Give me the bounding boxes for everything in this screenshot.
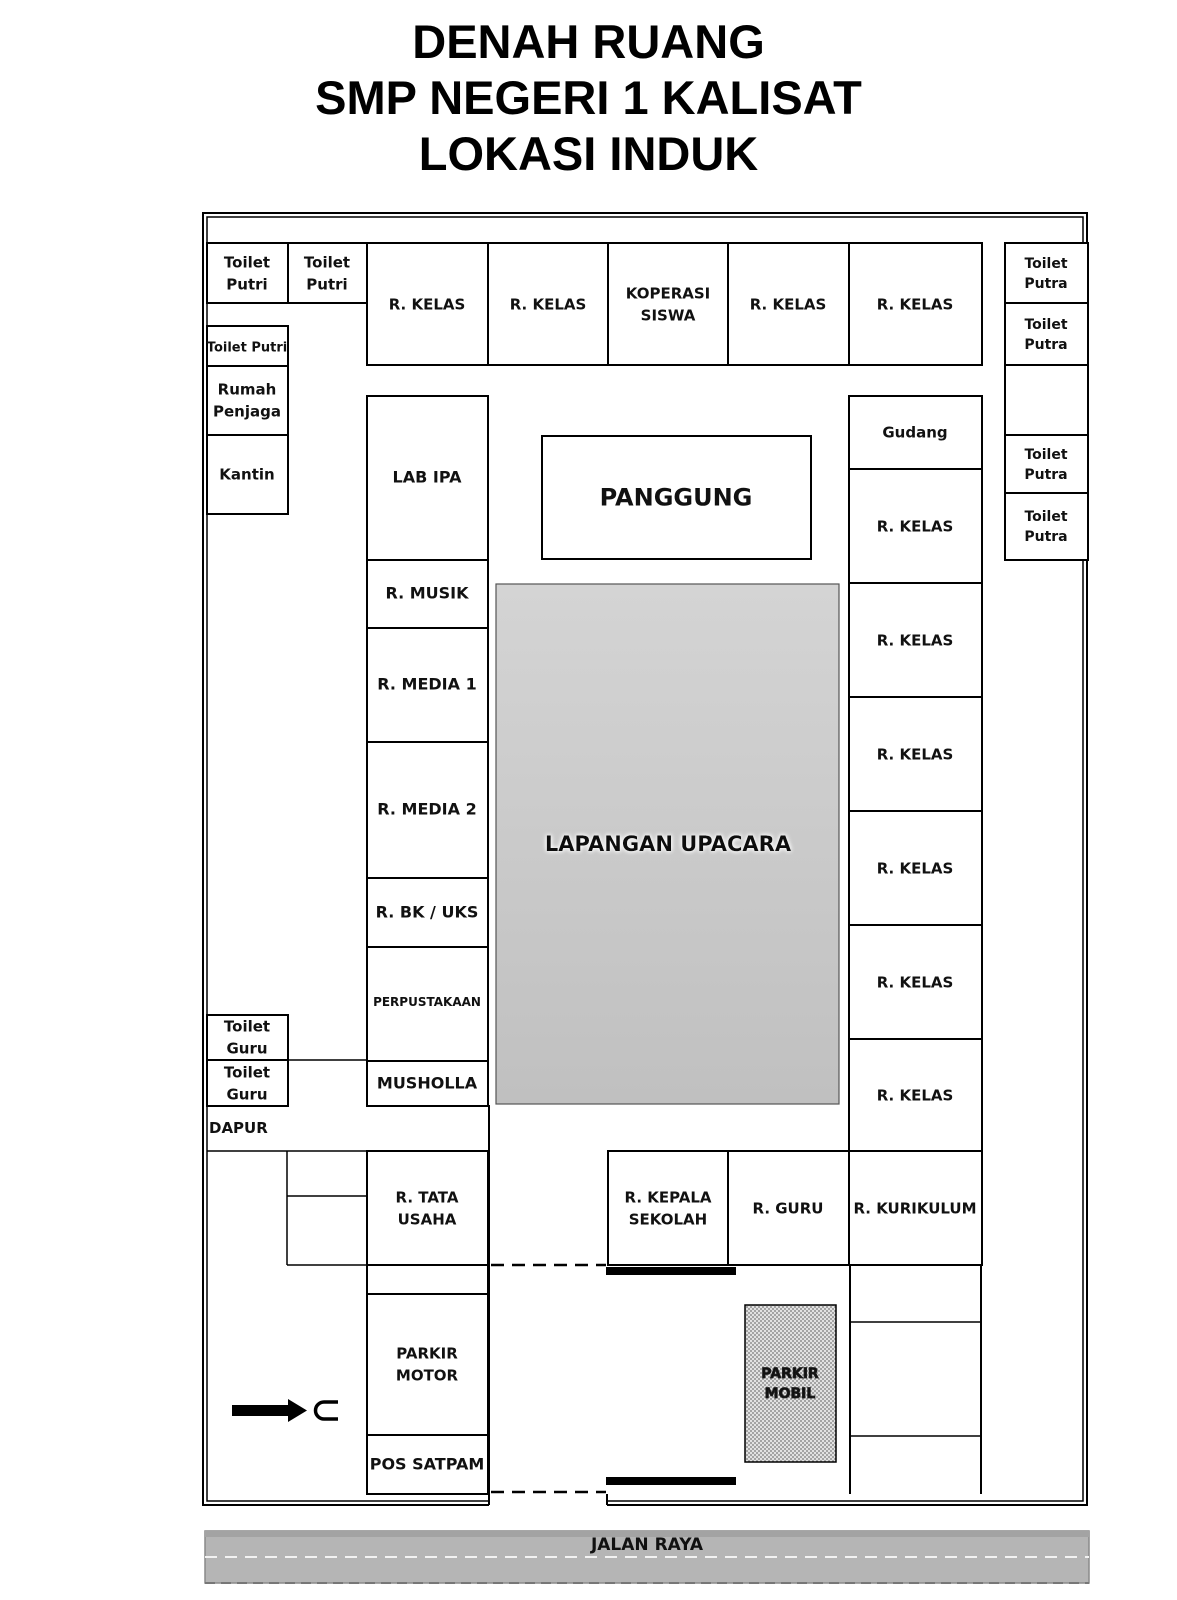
room-empty-right — [1004, 364, 1089, 436]
label-r-media-1: R. MEDIA 1 — [377, 675, 476, 694]
label-dapur: DAPUR — [209, 1119, 268, 1137]
room-toilet-putra-1 — [1004, 242, 1089, 304]
room-lab-ipa — [366, 395, 489, 561]
field-lapangan-upacara — [495, 583, 840, 1105]
room-toilet-putra-4 — [1004, 492, 1089, 561]
label-r-musik: R. MUSIK — [385, 584, 469, 603]
label-kelas-top-4: R. KELAS — [877, 295, 954, 313]
room-kelas-top-1 — [366, 242, 489, 366]
label-pos-satpam: POS SATPAM — [370, 1455, 485, 1474]
room-kelas-right-6 — [848, 1038, 983, 1153]
label-kelas-right-3: R. KELAS — [877, 745, 954, 763]
label-kelas-right-4: R. KELAS — [877, 859, 954, 877]
label-lab-ipa: LAB IPA — [393, 468, 463, 487]
gate-bar — [606, 1477, 736, 1485]
room-parkir-motor — [366, 1293, 489, 1436]
room-kelas-top-2 — [487, 242, 609, 366]
room-gudang — [848, 395, 983, 470]
jalan-raya-road — [204, 1530, 1090, 1584]
room-koperasi-siswa — [607, 242, 729, 366]
room-r-tata-usaha — [366, 1150, 489, 1266]
room-r-bk-uks — [366, 877, 489, 948]
label-r-guru: R. GURU — [753, 1199, 824, 1217]
label-kelas-right-5: R. KELAS — [877, 973, 954, 991]
label-jalan-raya: JALAN RAYA — [590, 1535, 704, 1555]
room-r-kepala-sekolah — [607, 1150, 729, 1266]
title-line-1: DENAH RUANG — [412, 15, 765, 68]
u-turn-icon — [313, 1400, 338, 1421]
room-toilet-putri-2 — [287, 242, 368, 304]
room-toilet-putra-2 — [1004, 302, 1089, 366]
room-perpustakaan — [366, 946, 489, 1062]
label-lapangan-upacara: LAPANGAN UPACARA — [545, 832, 792, 856]
label-r-media-2: R. MEDIA 2 — [377, 800, 476, 819]
label-kelas-top-1: R. KELAS — [389, 295, 466, 313]
gate-bar — [606, 1267, 736, 1275]
room-kelas-top-3 — [727, 242, 850, 366]
room-kelas-top-4 — [848, 242, 983, 366]
room-toilet-guru-2 — [206, 1059, 289, 1107]
label-kelas-right-1: R. KELAS — [877, 517, 954, 535]
label-kantin: Kantin — [219, 465, 274, 483]
label-r-bk-uks: R. BK / UKS — [376, 903, 479, 922]
room-toilet-guru-1 — [206, 1014, 289, 1061]
room-corridor-small — [366, 1264, 489, 1295]
label-panggung: PANGGUNG — [600, 483, 753, 511]
arrow-right-icon — [232, 1399, 307, 1422]
site-boundary-inner — [206, 216, 1084, 1502]
label-musholla: MUSHOLLA — [377, 1074, 478, 1093]
stage-panggung — [541, 435, 812, 560]
room-toilet-putra-3 — [1004, 434, 1089, 494]
room-r-guru — [727, 1150, 850, 1266]
room-toilet-putri-1 — [206, 242, 289, 304]
label-toilet-putri-3: Toilet Putri — [207, 341, 287, 356]
room-kelas-right-3 — [848, 696, 983, 812]
parking-mobil — [744, 1304, 837, 1463]
site-boundary-outer — [202, 212, 1088, 1506]
main-gate-gap — [489, 1494, 607, 1508]
label-kelas-top-2: R. KELAS — [510, 295, 587, 313]
label-kelas-right-2: R. KELAS — [877, 631, 954, 649]
room-r-media-2 — [366, 741, 489, 879]
room-r-kurikulum — [848, 1150, 983, 1266]
label-perpustakaan: PERPUSTAKAAN — [373, 995, 481, 1009]
title-line-3: LOKASI INDUK — [418, 127, 759, 180]
label-r-kurikulum: R. KURIKULUM — [853, 1199, 976, 1217]
room-kantin — [206, 434, 289, 515]
label-gudang: Gudang — [882, 423, 947, 441]
label-kelas-top-3: R. KELAS — [750, 295, 827, 313]
room-kelas-right-1 — [848, 468, 983, 584]
label-kelas-right-6: R. KELAS — [877, 1086, 954, 1104]
room-pos-satpam — [366, 1434, 489, 1495]
room-rumah-penjaga — [206, 365, 289, 436]
room-kelas-right-5 — [848, 924, 983, 1040]
title-line-2: SMP NEGERI 1 KALISAT — [315, 71, 862, 124]
room-musholla — [366, 1060, 489, 1107]
